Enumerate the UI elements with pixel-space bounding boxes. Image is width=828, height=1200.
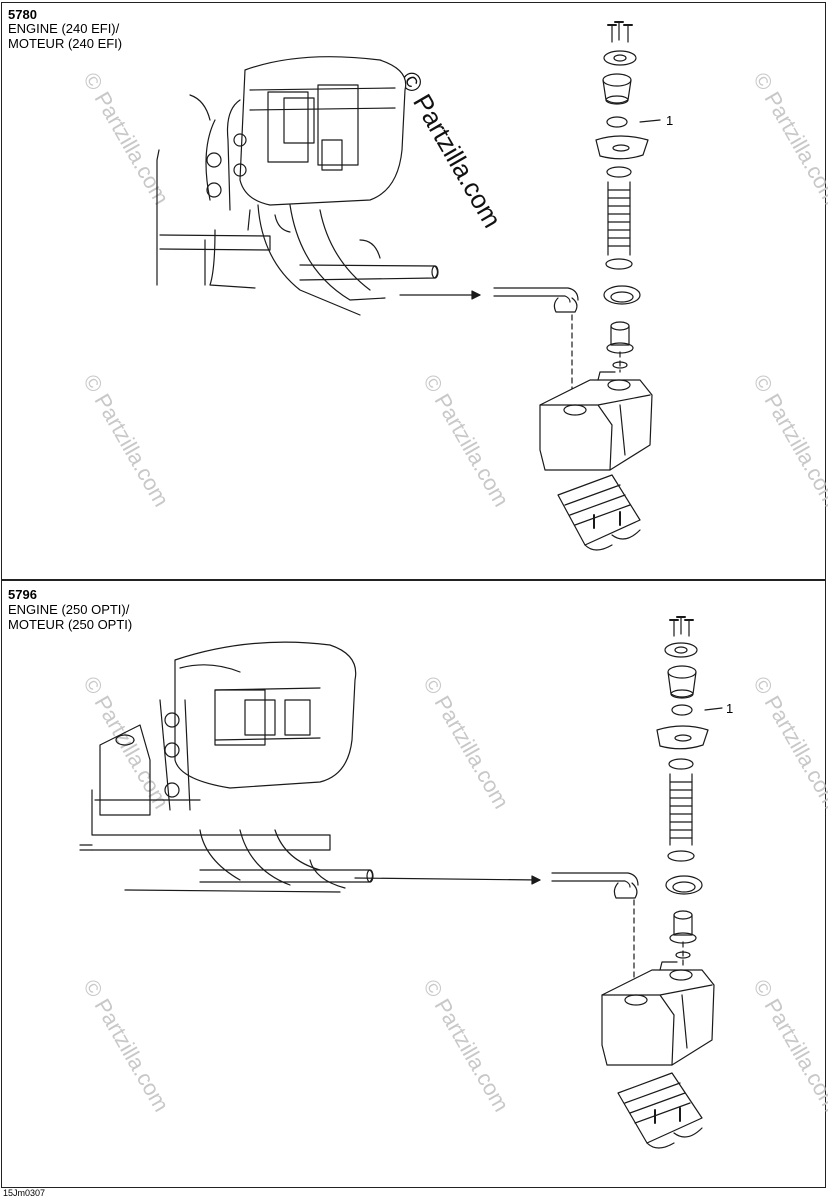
engine-250-opti <box>79 641 374 893</box>
arrow-head <box>471 290 481 300</box>
oil-tank-250-opti <box>551 616 723 1149</box>
panel-number: 5780 <box>8 7 37 22</box>
hose-routing-arrow <box>354 877 541 881</box>
arrow-head <box>531 875 541 885</box>
drawing-code: 15Jm0307 <box>3 1188 46 1198</box>
diagram-panel-bottom: 5796 ENGINE (250 OPTI)/ MOTEUR (250 OPTI… <box>1 580 826 1188</box>
panel-title-en: ENGINE (240 EFI)/ <box>8 21 120 36</box>
callout-number: 1 <box>726 701 734 716</box>
engine-240-efi <box>156 56 439 316</box>
diagram-panel-top: 5780 ENGINE (240 EFI)/ MOTEUR (240 EFI) … <box>1 2 826 580</box>
panel-title-fr: MOTEUR (240 EFI) <box>8 36 123 51</box>
panel-title-en: ENGINE (250 OPTI)/ <box>8 602 130 617</box>
oil-tank-240-efi <box>493 21 661 551</box>
panel-title-fr: MOTEUR (250 OPTI) <box>8 617 133 632</box>
callout-number: 1 <box>666 113 674 128</box>
panel-number: 5796 <box>8 587 37 602</box>
